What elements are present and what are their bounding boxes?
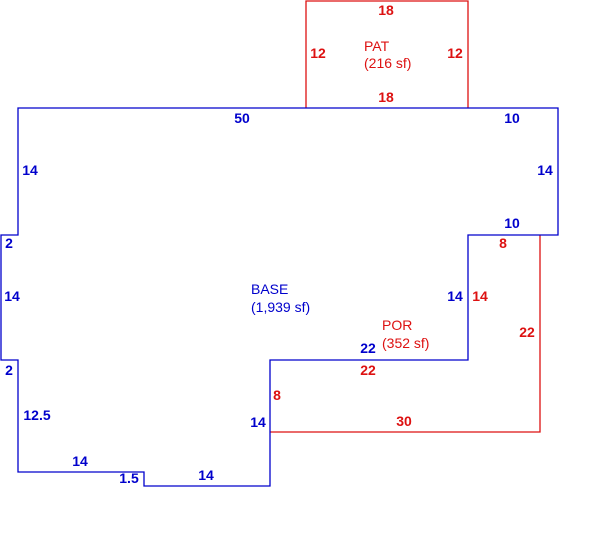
base-name: BASE (251, 281, 288, 297)
porch-dim-top: 8 (499, 235, 507, 251)
porch-dim-bottom: 30 (396, 413, 412, 429)
base-dim-inner-left: 14 (250, 414, 266, 430)
base-size: (1,939 sf) (251, 299, 310, 315)
base-dim-right-top: 10 (504, 110, 520, 126)
base-dim-left-upper: 14 (22, 162, 38, 178)
patio-dim-right: 12 (447, 45, 463, 61)
patio-name: PAT (364, 38, 390, 54)
base-dim-left-middle: 14 (4, 288, 20, 304)
base-dim-right-side: 14 (537, 162, 553, 178)
patio-outline (305, 0, 469, 108)
porch-dim-left-lower: 8 (273, 387, 281, 403)
patio-dim-bottom: 18 (378, 89, 394, 105)
porch-outline (270, 235, 541, 433)
base-dim-inner-right: 14 (447, 288, 463, 304)
base-dim-top: 50 (234, 110, 250, 126)
patio-dim-left: 12 (310, 45, 326, 61)
base-dim-inner-step: 22 (360, 340, 376, 356)
base-dim-left-lower: 12.5 (23, 407, 50, 423)
porch-dim-middle: 22 (360, 362, 376, 378)
base-dim-right-step: 10 (504, 215, 520, 231)
porch-dim-left-upper: 14 (472, 288, 488, 304)
porch-size: (352 sf) (382, 335, 429, 351)
patio-dim-top: 18 (378, 2, 394, 18)
base-dim-left-notch-top: 2 (5, 235, 13, 251)
patio-size: (216 sf) (364, 55, 411, 71)
base-dim-bottom-jog: 1.5 (119, 470, 139, 486)
porch-dim-right: 22 (519, 324, 535, 340)
base-dim-bottom-left: 14 (72, 453, 88, 469)
base-dim-left-notch-bottom: 2 (5, 362, 13, 378)
base-outline (0, 107, 559, 487)
porch-name: POR (382, 317, 412, 333)
base-dim-bottom-right: 14 (198, 467, 214, 483)
